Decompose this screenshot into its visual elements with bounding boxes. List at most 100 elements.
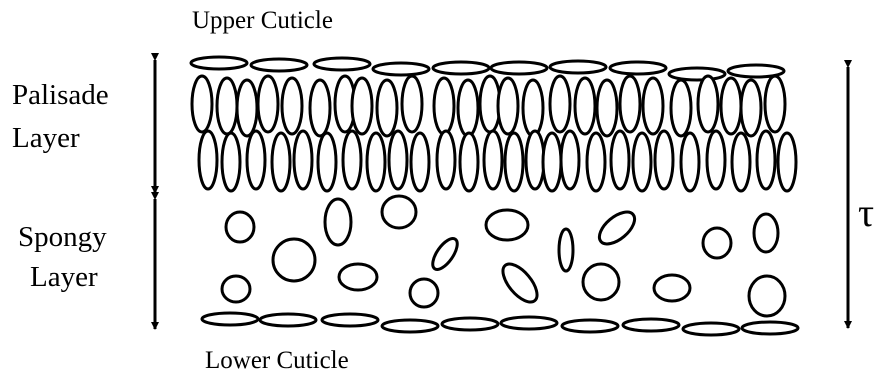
- palisade-cell: [365, 131, 387, 193]
- upper-cuticle-cell: [608, 60, 668, 76]
- dimension-arrows: [151, 53, 852, 330]
- upper-cuticle-label: Upper Cuticle: [192, 7, 333, 34]
- lower-cuticle-cell: [499, 315, 559, 331]
- palisade-cell: [776, 131, 798, 193]
- palisade-cell: [696, 74, 720, 134]
- palisade-cell: [435, 129, 457, 191]
- palisade-cell: [316, 131, 338, 193]
- palisade-cell: [456, 78, 480, 138]
- palisade-cell: [409, 131, 431, 193]
- spongy-cell: [337, 262, 379, 292]
- palisade-cell: [739, 78, 763, 138]
- upper-cuticle-cell: [312, 56, 372, 72]
- palisade-cell: [400, 74, 424, 134]
- palisade-cell: [755, 129, 777, 191]
- palisade-cell: [763, 74, 787, 134]
- palisade-cell: [641, 76, 665, 136]
- palisade-label-line2: Layer: [12, 122, 80, 154]
- palisade-cell: [679, 131, 701, 193]
- palisade-cell: [521, 78, 545, 138]
- palisade-cells-row1: [190, 74, 787, 138]
- lower-cuticle-label: Lower Cuticle: [205, 347, 349, 374]
- palisade-cell: [341, 129, 363, 191]
- lower-cuticle-cell: [740, 320, 800, 336]
- palisade-cell: [730, 131, 752, 193]
- palisade-cell: [524, 129, 546, 191]
- palisade-cell: [653, 129, 675, 191]
- lower-cuticle-cells: [200, 311, 800, 337]
- upper-cuticle-cell: [489, 60, 549, 76]
- palisade-cell: [190, 74, 214, 134]
- palisade-cell: [458, 131, 480, 193]
- palisade-cell: [669, 78, 693, 138]
- spongy-cell: [652, 273, 692, 303]
- palisade-cell: [256, 74, 280, 134]
- palisade-cell: [197, 129, 219, 191]
- spongy-cell: [323, 197, 353, 247]
- palisade-cell: [270, 131, 292, 193]
- upper-cuticle-cell: [431, 60, 491, 76]
- palisade-cell: [496, 76, 520, 136]
- upper-cuticle-cell: [249, 57, 309, 73]
- lower-cuticle-cell: [681, 321, 741, 337]
- upper-cuticle-cells: [189, 55, 786, 82]
- palisade-cell: [503, 131, 525, 193]
- palisade-cell: [308, 78, 332, 138]
- spongy-cell: [271, 237, 317, 283]
- lower-cuticle-cell: [320, 312, 380, 328]
- upper-cuticle-cell: [189, 55, 249, 71]
- palisade-cell: [375, 78, 399, 138]
- lower-cuticle-cell: [258, 312, 318, 328]
- palisade-cell: [220, 131, 242, 193]
- spongy-cell: [557, 227, 575, 273]
- spongy-cell: [484, 208, 530, 242]
- palisade-cell: [609, 129, 631, 191]
- palisade-cell: [350, 76, 374, 136]
- lower-cuticle-cell: [560, 318, 620, 334]
- palisade-label-line1: Palisade: [12, 79, 109, 111]
- palisade-cell: [292, 129, 314, 191]
- palisade-cell: [215, 76, 239, 136]
- palisade-cell: [387, 129, 409, 191]
- spongy-cell: [752, 212, 780, 254]
- palisade-cell: [245, 129, 267, 191]
- spongy-label-line2: Layer: [30, 261, 98, 293]
- spongy-cell: [701, 226, 733, 260]
- lower-cuticle-cell: [380, 318, 440, 334]
- palisade-cell: [585, 131, 607, 193]
- upper-cuticle-cell: [371, 61, 431, 77]
- spongy-cell: [220, 274, 252, 304]
- palisade-cell: [573, 76, 597, 136]
- palisade-cell: [541, 131, 563, 193]
- palisade-cell: [719, 76, 743, 136]
- palisade-cell: [482, 129, 504, 191]
- lower-cuticle-cell: [200, 311, 260, 327]
- spongy-cell: [501, 262, 539, 304]
- upper-cuticle-cell: [667, 66, 727, 82]
- palisade-cells-row2: [197, 129, 798, 193]
- spongy-cell: [747, 274, 787, 318]
- lower-cuticle-cell: [440, 316, 500, 332]
- palisade-cell: [548, 74, 572, 134]
- lower-cuticle-cell: [621, 317, 681, 333]
- palisade-cell: [705, 129, 727, 191]
- spongy-cells: [220, 194, 787, 318]
- spongy-label-line1: Spongy: [18, 221, 107, 253]
- spongy-cell: [581, 262, 621, 302]
- upper-cuticle-cell: [726, 63, 786, 79]
- palisade-cell: [618, 74, 642, 134]
- upper-cuticle-cell: [548, 59, 608, 75]
- spongy-cell: [408, 277, 440, 309]
- palisade-cell: [631, 131, 653, 193]
- palisade-cell: [559, 129, 581, 191]
- palisade-cell: [235, 78, 259, 138]
- spongy-cell: [224, 210, 256, 244]
- spongy-cell: [380, 194, 418, 230]
- palisade-cell: [432, 76, 456, 136]
- spongy-cell: [597, 210, 637, 246]
- thickness-symbol: τ: [858, 190, 875, 235]
- spongy-cell: [431, 237, 459, 271]
- palisade-cell: [595, 78, 619, 138]
- palisade-cell: [280, 76, 304, 136]
